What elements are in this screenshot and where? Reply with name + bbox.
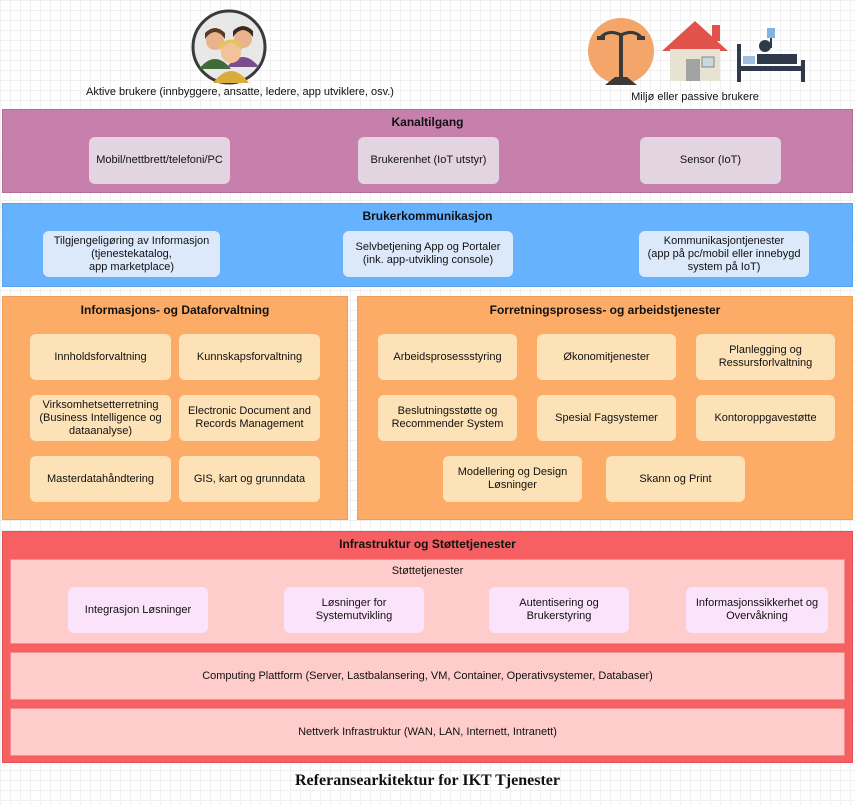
channel-box: Brukerenhet (IoT utstyr) — [358, 137, 499, 184]
box-text-line: (ink. app-utvikling console) — [362, 254, 494, 266]
service-box: Spesial Fagsystemer — [537, 395, 676, 441]
box-text-line: Løsninger — [488, 479, 537, 491]
passive-users-label: Miljø eller passive brukere — [631, 91, 759, 103]
network-infrastructure-panel: Nettverk Infrastruktur (WAN, LAN, Intern… — [10, 708, 845, 756]
box-text-line: Modellering og Design — [457, 466, 568, 478]
box-text-line: Tilgjengeligøring av Informasjon — [53, 234, 210, 247]
active-users-icon — [191, 9, 267, 85]
infrastruktur-title: Infrastruktur og Støttetjenester — [339, 537, 516, 551]
box-text-line: dataanalyse) — [69, 424, 132, 437]
box-text-line: Innholdsforvaltning — [54, 350, 147, 363]
support-services-title: Støttetjenester — [391, 565, 464, 577]
service-box: Kontoroppgavestøtte — [696, 395, 835, 441]
forretning-title: Forretningsprosess- og arbeidstjenester — [489, 303, 721, 317]
support-services-panel: Støttetjenester Integrasjon Løsninger Lø… — [10, 559, 845, 644]
box-text-line: Planlegging og — [729, 344, 802, 356]
support-box: Autentisering og Brukerstyring — [489, 587, 629, 633]
box-text-line: (app på pc/mobil eller innebygd — [647, 247, 801, 260]
box-text-line: app marketplace) — [89, 260, 174, 273]
service-box: Virksomhetsetterretning (Business Intell… — [30, 395, 171, 441]
service-box: Electronic Document and Records Manageme… — [179, 395, 320, 441]
channel-box: Mobil/nettbrett/telefoni/PC — [89, 137, 230, 184]
box-text-line: Løsninger for — [321, 597, 387, 609]
diagram-caption: Referansearkitektur for IKT Tjenester — [295, 772, 560, 789]
box-text-line: Kontoroppgavestøtte — [714, 411, 817, 424]
service-box: Planlegging og Ressursforlvaltning — [696, 334, 835, 380]
kanaltilgang-title: Kanaltilgang — [391, 115, 464, 129]
box-text-line: Selvbetjening App og Portaler — [355, 241, 501, 253]
box-text-line: (Business Intelligence og — [39, 411, 162, 424]
informasjon-title: Informasjons- og Dataforvaltning — [80, 303, 270, 317]
brukerkommunikasjon-title: Brukerkommunikasjon — [362, 209, 493, 223]
service-box: Beslutningsstøtte og Recommender System — [378, 395, 517, 441]
service-box: Modellering og Design Løsninger — [443, 456, 582, 502]
box-text-line: GIS, kart og grunndata — [193, 472, 306, 485]
infrastruktur-layer: Infrastruktur og Støttetjenester Støttet… — [2, 531, 853, 763]
service-box: Innholdsforvaltning — [30, 334, 171, 380]
box-text-line: Autentisering og — [519, 597, 599, 609]
box-text-line: Beslutningsstøtte og — [397, 405, 498, 417]
box-text-line: Ressursforlvaltning — [718, 357, 813, 369]
box-text-line: Systemutvikling — [315, 610, 393, 622]
communication-box: Selvbetjening App og Portaler (ink. app-… — [343, 231, 513, 277]
support-box: Løsninger for Systemutvikling — [284, 587, 424, 633]
box-text-line: Informasjonssikkerhet og — [695, 597, 819, 609]
box-text-line: Spesial Fagsystemer — [555, 411, 658, 424]
box-text-line: Økonomitjenester — [563, 350, 650, 363]
house-icon — [660, 19, 730, 83]
forretning-layer: Forretningsprosess- og arbeidstjenester … — [357, 296, 853, 520]
box-text-line: Masterdatahåndtering — [46, 472, 154, 485]
hospital-bed-icon — [735, 26, 807, 84]
service-box: Masterdatahåndtering — [30, 456, 171, 502]
brukerkommunikasjon-layer: Brukerkommunikasjon Tilgjengeligøring av… — [2, 203, 853, 287]
box-text-line: Skann og Print — [639, 472, 712, 485]
box-text-line: Overvåkning — [726, 610, 788, 622]
support-box: Informasjonssikkerhet og Overvåkning — [686, 587, 828, 633]
box-text-line: Kommunikasjontjenester — [663, 234, 785, 247]
computing-platform-label: Computing Plattform (Server, Lastbalanse… — [202, 670, 653, 682]
box-text-line: Virksomhetsetterretning — [42, 398, 159, 411]
service-box: Skann og Print — [606, 456, 745, 502]
box-text-line: (tjenestekatalog, — [91, 247, 172, 260]
support-box: Integrasjon Løsninger — [68, 587, 208, 633]
service-box: Arbeidsprosessstyring — [378, 334, 517, 380]
network-infrastructure-label: Nettverk Infrastruktur (WAN, LAN, Intern… — [298, 726, 557, 738]
box-text-line: Integrasjon Løsninger — [84, 603, 192, 616]
service-box: Økonomitjenester — [537, 334, 676, 380]
channel-box: Sensor (IoT) — [640, 137, 781, 184]
box-text-line: Brukerstyring — [526, 610, 592, 622]
service-box: GIS, kart og grunndata — [179, 456, 320, 502]
box-text-line: Electronic Document and — [188, 405, 311, 417]
kanaltilgang-layer: Kanaltilgang Mobil/nettbrett/telefoni/PC… — [2, 109, 853, 193]
communication-box: Tilgjengeligøring av Informasjon (tjenes… — [43, 231, 220, 277]
informasjon-layer: Informasjons- og Dataforvaltning Innhold… — [2, 296, 348, 520]
active-users-label: Aktive brukere (innbyggere, ansatte, led… — [86, 86, 394, 98]
service-box: Kunnskapsforvaltning — [179, 334, 320, 380]
communication-box: Kommunikasjontjenester (app på pc/mobil … — [639, 231, 809, 277]
box-text-line: Kunnskapsforvaltning — [196, 350, 303, 363]
street-lamp-icon — [587, 17, 655, 85]
box-text-line: Records Management — [195, 418, 304, 430]
box-text-line: Arbeidsprosessstyring — [393, 350, 502, 363]
box-text-line: Recommender System — [391, 418, 504, 430]
computing-platform-panel: Computing Plattform (Server, Lastbalanse… — [10, 652, 845, 700]
box-text-line: system på IoT) — [687, 260, 761, 273]
